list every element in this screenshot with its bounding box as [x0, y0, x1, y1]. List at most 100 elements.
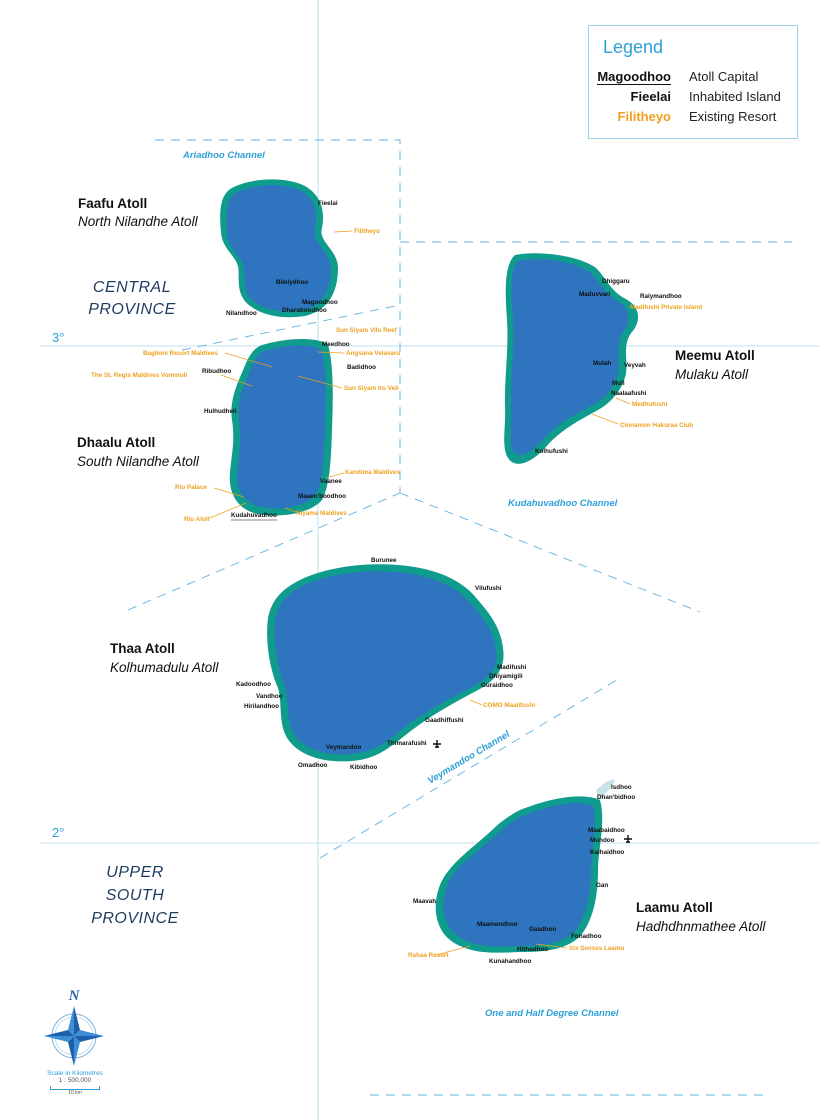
- island-label: Kalhaidhoo: [590, 849, 624, 856]
- dhaalu-atoll-shape: [229, 338, 333, 516]
- meemu-atoll-shape: [504, 253, 639, 464]
- island-label: Dharaboodhoo: [282, 307, 327, 314]
- island-label: Maaen'boodhoo: [298, 493, 346, 500]
- island-label: Omadhoo: [298, 762, 328, 769]
- resort-label: Baglioni Resort Maldives: [143, 350, 218, 357]
- atoll-capital-label: Kudahuvadhoo: [231, 512, 277, 519]
- island-label: Veymandoo: [326, 744, 361, 751]
- island-label: Bileiydhoo: [276, 279, 308, 286]
- legend-row-capital: Magoodhoo Atoll Capital: [589, 69, 799, 87]
- resort-label: Riu Atoll: [184, 516, 210, 523]
- resort-label: COMO Maalifushi: [483, 702, 535, 709]
- island-label: Nilandhoo: [226, 310, 257, 317]
- laamu-atoll-title: Laamu Atoll: [636, 900, 713, 915]
- meemu-atoll-subtitle: Mulaku Atoll: [675, 367, 749, 382]
- thaa-atoll-title: Thaa Atoll: [110, 641, 175, 656]
- laamu-atoll-shape: [435, 779, 615, 953]
- resort-label: Kandima Maldives: [345, 469, 400, 476]
- island-label: Burunee: [371, 557, 397, 564]
- province-upper-south-label-2: SOUTH: [106, 887, 165, 904]
- legend-row-inhabited: Fieelai Inhabited Island: [589, 89, 799, 107]
- meemu-atoll-title: Meemu Atoll: [675, 348, 755, 363]
- faafu-atoll-subtitle: North Nilandhe Atoll: [78, 214, 199, 229]
- graticule: [40, 0, 820, 1120]
- island-label: Badidhoo: [347, 364, 376, 371]
- island-label: Dhiggaru: [602, 278, 630, 285]
- island-label: Veyvah: [624, 362, 646, 369]
- island-label: Maduvvari: [579, 291, 610, 298]
- resort-label: Riu Palace: [175, 484, 207, 491]
- legend-sample-resort: Filitheyo: [617, 109, 671, 124]
- resort-label: Angsana Velavaru: [346, 350, 400, 357]
- airport-icon: [433, 740, 441, 748]
- island-label: Ribudhoo: [202, 368, 232, 375]
- legend-row-resort: Filitheyo Existing Resort: [589, 109, 799, 127]
- thaa-atoll-subtitle: Kolhumadulu Atoll: [110, 660, 219, 675]
- island-label: Muli: [612, 380, 625, 387]
- island-label: Naalaafushi: [611, 390, 647, 397]
- resort-label: Six Senses Laamu: [569, 945, 624, 952]
- island-label: Fieelai: [318, 200, 338, 207]
- province-central-label-2: PROVINCE: [88, 301, 176, 318]
- island-label: Gaadhoo: [529, 926, 556, 933]
- resort-label: Sun Siyam Iru Veli: [344, 385, 399, 392]
- island-label: Madifushi: [497, 664, 527, 671]
- laamu-atoll-subtitle: Hadhdhnmathee Atoll: [636, 919, 766, 934]
- resort-label: Madifushi Private Island: [630, 304, 702, 311]
- resort-label: Filitheyo: [354, 228, 380, 235]
- island-label: Kunahandhoo: [489, 958, 531, 965]
- latitude-2-label: 2°: [52, 825, 64, 840]
- province-boundaries: [127, 139, 792, 1096]
- province-upper-south-label-3: PROVINCE: [91, 910, 179, 927]
- island-label: Maabaidhoo: [588, 827, 625, 834]
- faafu-atoll-shape: [220, 179, 338, 318]
- island-label: Hirilandhoo: [244, 703, 279, 710]
- island-label: Gan: [596, 882, 608, 889]
- resort-label: Rahaa Resort: [408, 952, 449, 959]
- island-label: Meedhoo: [322, 341, 350, 348]
- scale-ratio: 1 : 500,000: [58, 1077, 92, 1084]
- kudahuvadhoo-channel-label: Kudahuvadhoo Channel: [508, 498, 618, 509]
- compass-rose: N: [44, 988, 104, 1066]
- one-half-degree-channel-label: One and Half Degree Channel: [485, 1008, 619, 1019]
- island-label: Fonadhoo: [571, 933, 602, 940]
- island-label: Guraidhoo: [481, 682, 513, 689]
- legend-desc-capital: Atoll Capital: [689, 69, 759, 84]
- compass-north-label: N: [68, 988, 81, 1004]
- thaa-atoll-shape: [267, 564, 504, 762]
- dhaalu-atoll-title: Dhaalu Atoll: [77, 435, 155, 450]
- ariadhoo-channel-label: Ariadhoo Channel: [182, 150, 265, 161]
- dhaalu-atoll-subtitle: South Nilandhe Atoll: [77, 454, 200, 469]
- island-label: Vandhoo: [256, 693, 283, 700]
- island-label: Dhiyamigili: [489, 673, 523, 680]
- scale-bar-graphic: [50, 1086, 100, 1090]
- island-label: Vilufushi: [475, 585, 502, 592]
- resort-label: Cinnamon Hakuraa Club: [620, 422, 693, 429]
- faafu-atoll-title: Faafu Atoll: [78, 196, 147, 211]
- island-label: Kadoodhoo: [236, 681, 271, 688]
- island-label: Raiymandhoo: [640, 293, 682, 300]
- latitude-3-label: 3°: [52, 330, 64, 345]
- island-label: Mundoo: [590, 837, 615, 844]
- island-label: Maamendhoo: [477, 921, 518, 928]
- island-label: Mulah: [593, 360, 611, 367]
- island-label: Maavah: [413, 898, 436, 905]
- island-label: Kibidhoo: [350, 764, 377, 771]
- island-label: Dhan'bidhoo: [597, 794, 635, 801]
- scale-bar-label: 10 km: [68, 1090, 82, 1096]
- resort-label: Niyama Maldives: [296, 510, 347, 517]
- resort-label: Medhufushi: [632, 401, 668, 408]
- legend-desc-inhabited: Inhabited Island: [689, 89, 781, 104]
- province-upper-south-label-1: UPPER: [106, 864, 164, 881]
- resort-label: Sun Siyam Vilu Reef: [336, 327, 398, 334]
- island-label: Vaanee: [320, 478, 342, 485]
- legend-title: Legend: [603, 37, 664, 57]
- veymandoo-channel-label: Veymandoo Channel: [426, 729, 512, 787]
- scale-title: Scale in Kilometres: [47, 1070, 103, 1077]
- atoll-capital-label: Magoodhoo: [302, 299, 338, 306]
- legend-sample-inhabited: Fieelai: [630, 89, 671, 104]
- island-label: Hulhudheli: [204, 408, 237, 415]
- airport-icon: [624, 835, 632, 843]
- scale-bar: Scale in Kilometres 1 : 500,000 10 km: [40, 1070, 110, 1096]
